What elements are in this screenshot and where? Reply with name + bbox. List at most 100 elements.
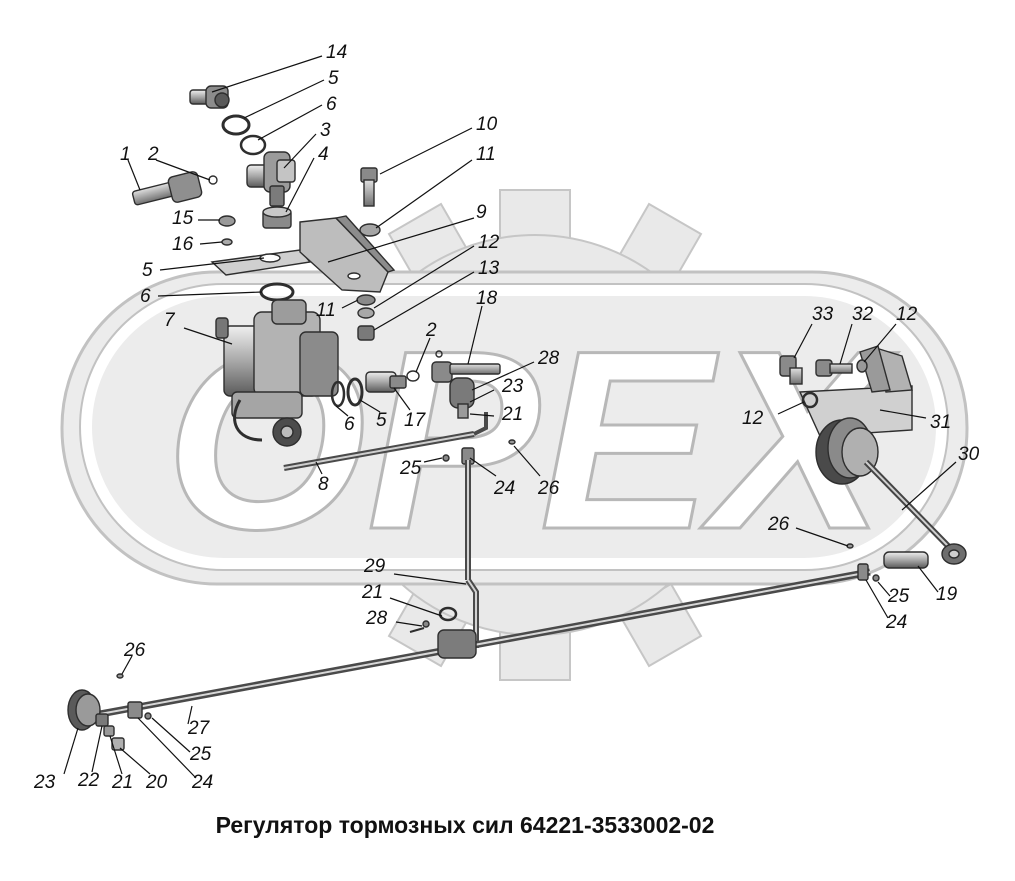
leader-5-top (243, 79, 325, 119)
callout-25c: 25 (189, 744, 212, 765)
leader-12-ring (777, 401, 805, 415)
part-5-ring-top (221, 114, 251, 136)
part-27-rod (99, 568, 871, 718)
leader-11 (341, 299, 359, 309)
callout-25b: 25 (887, 586, 910, 607)
part-10-bolt (360, 167, 378, 207)
part-6-ring-side (330, 380, 346, 408)
callout-21b: 21 (361, 582, 383, 603)
leader-28-mid (395, 621, 423, 627)
callout-6c: 6 (344, 414, 355, 435)
part-25-nut-right (872, 574, 880, 582)
part-9-bracket (210, 215, 396, 293)
part-16-washer (221, 238, 233, 246)
leader-23-left (63, 727, 79, 775)
part-24-clamp-right (857, 563, 869, 581)
callout-18: 18 (476, 288, 498, 309)
leader-2 (155, 159, 211, 181)
leader-25-right (877, 581, 891, 597)
leader-12-right (863, 323, 897, 363)
leader-5-side (359, 399, 381, 413)
leader-25-top (423, 457, 443, 463)
callout-21c: 21 (111, 772, 133, 793)
leader-21-mid (389, 597, 443, 617)
part-11-washer-top (359, 223, 381, 237)
part-25-nut-left (144, 712, 152, 720)
callout-6: 6 (326, 94, 337, 115)
leader-26-left (121, 655, 133, 675)
leader-21-left (109, 735, 123, 775)
callout-1: 1 (120, 144, 131, 165)
callout-15: 15 (172, 208, 194, 229)
callout-17: 17 (404, 410, 427, 431)
callout-20: 20 (145, 772, 168, 793)
part-33-bolt (779, 355, 803, 385)
leader-28 (471, 361, 535, 391)
callout-23b: 23 (33, 772, 56, 793)
part-12-washer (357, 307, 375, 319)
callout-21: 21 (501, 404, 523, 425)
callout-9: 9 (476, 202, 487, 223)
part-12-washer-right (856, 359, 868, 373)
callout-23: 23 (501, 376, 524, 397)
part-6-ring-top (239, 134, 267, 156)
callout-30: 30 (958, 444, 980, 465)
leader-2-mid (415, 337, 431, 373)
callout-12d: 12 (742, 408, 764, 429)
leader-22 (91, 725, 103, 773)
leader-12 (373, 245, 475, 309)
leader-5-mid (159, 257, 265, 271)
part-15-washer (218, 215, 236, 227)
leader-1 (127, 159, 141, 191)
callout-31: 31 (930, 412, 951, 433)
part-13-nut (357, 325, 375, 341)
leader-13 (373, 271, 475, 331)
part-3-tee (246, 151, 296, 207)
leader-23 (469, 389, 495, 403)
leader-7 (183, 327, 233, 345)
leader-20 (119, 747, 151, 775)
part-28-lever (449, 377, 475, 419)
callout-24c: 24 (191, 772, 213, 793)
callout-26c: 26 (123, 640, 146, 661)
part-1-fitting (131, 171, 218, 206)
leader-24-top (469, 457, 497, 477)
leader-30 (901, 461, 957, 511)
callout-12c: 12 (896, 304, 918, 325)
callout-29: 29 (363, 556, 386, 577)
part-12-ring-right (801, 391, 819, 409)
callout-12: 12 (478, 232, 500, 253)
callout-28b: 28 (365, 608, 388, 629)
callout-22: 22 (77, 770, 100, 791)
callout-24b: 24 (885, 612, 907, 633)
callout-6b: 6 (140, 286, 151, 307)
callout-19: 19 (936, 584, 958, 605)
callout-24: 24 (493, 478, 515, 499)
callout-11: 11 (476, 144, 496, 165)
callout-2: 2 (147, 144, 159, 165)
part-7-valve (215, 299, 339, 447)
callout-5c: 5 (376, 410, 387, 431)
callout-13: 13 (478, 258, 500, 279)
leader-19 (917, 565, 939, 593)
callout-14: 14 (326, 42, 347, 63)
leader-9 (327, 217, 475, 263)
part-29-rod (465, 460, 479, 648)
callout-10: 10 (476, 114, 498, 135)
leader-32 (839, 323, 853, 365)
callout-32: 32 (852, 304, 874, 325)
leader-10 (379, 127, 473, 175)
part-5-ring-side (346, 377, 364, 407)
leader-17 (393, 387, 411, 411)
callout-16: 16 (172, 234, 194, 255)
callout-7: 7 (164, 310, 176, 331)
leader-24-left (137, 717, 197, 779)
leader-24-right (865, 579, 889, 619)
leader-6-top (257, 104, 323, 141)
part-26-pin-left (116, 673, 124, 679)
leader-21 (469, 413, 495, 417)
leader-11-top (375, 159, 473, 229)
callout-4: 4 (318, 144, 329, 165)
callout-11b: 11 (316, 300, 336, 321)
